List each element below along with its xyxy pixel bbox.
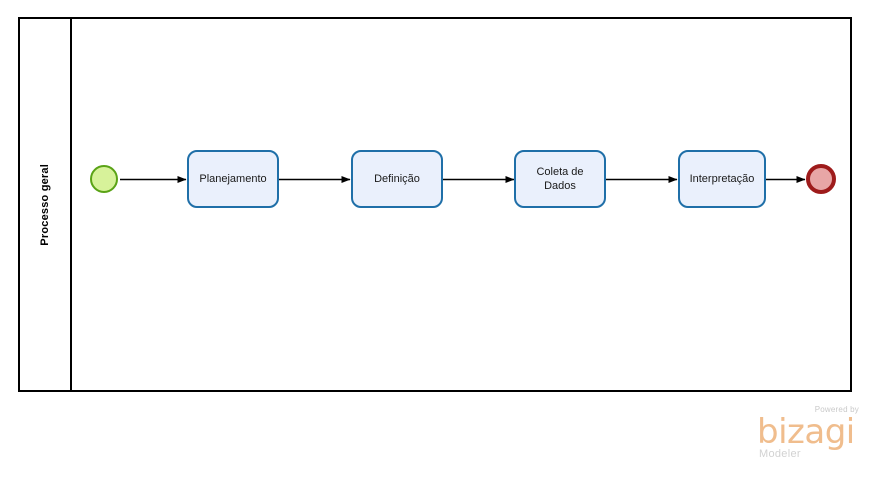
bizagi-logo: Powered by bizagi Modeler bbox=[757, 405, 861, 465]
end-event-icon[interactable] bbox=[806, 164, 836, 194]
bizagi-product-label: Modeler bbox=[759, 448, 801, 460]
task-label: Coleta de Dados bbox=[536, 166, 584, 192]
start-event-icon[interactable] bbox=[90, 165, 118, 193]
task-label: Definição bbox=[374, 173, 420, 185]
lane-header[interactable]: Processo geral bbox=[20, 19, 72, 390]
powered-by-label: Powered by bbox=[814, 405, 859, 414]
task-definicao[interactable]: Definição bbox=[351, 150, 443, 208]
task-coleta-de-dados[interactable]: Coleta de Dados bbox=[514, 150, 606, 208]
task-label: Interpretação bbox=[689, 173, 755, 185]
task-planejamento[interactable]: Planejamento bbox=[187, 150, 279, 208]
task-label: Planejamento bbox=[199, 173, 267, 185]
bizagi-wordmark: bizagi bbox=[757, 412, 855, 452]
task-interpretacao[interactable]: Interpretação bbox=[678, 150, 766, 208]
lane-title: Processo geral bbox=[39, 163, 51, 246]
